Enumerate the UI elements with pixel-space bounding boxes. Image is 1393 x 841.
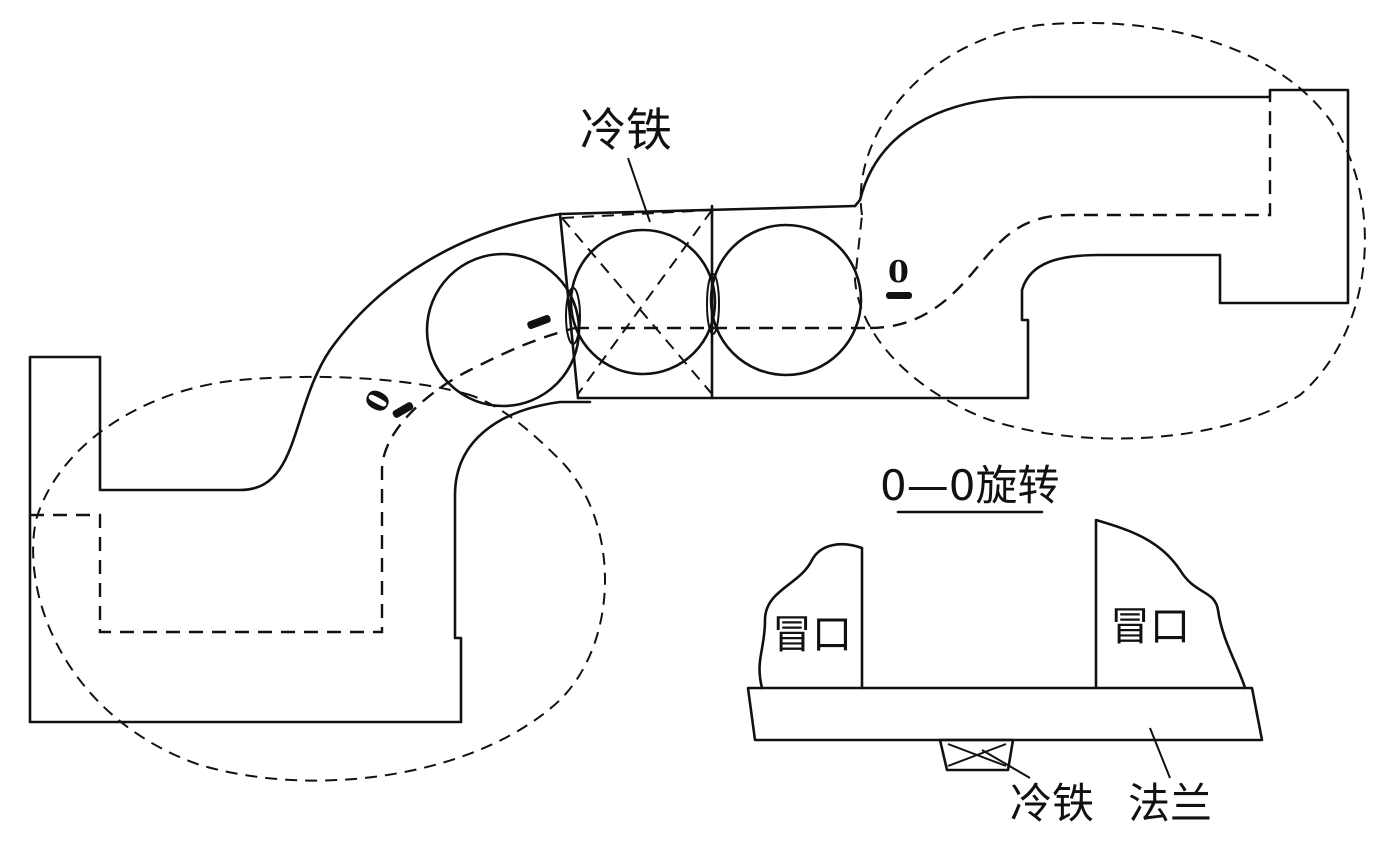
section-title: 0—0旋转 [880,461,1059,510]
section-mark-right: 0 [888,255,909,290]
chill-label-bottom: 冷铁 [1010,779,1094,828]
left-inner-dashed-contour [30,326,576,634]
riser-right-label: 冒口 [1110,604,1190,650]
circle-tangent-lens-1 [565,287,581,345]
inscribed-circle-3 [709,223,863,377]
riser-left-outline [758,543,864,690]
section-mark-left-bar [392,402,414,418]
circle-tangent-lens-2 [706,273,720,335]
section-mark-middle-bar [527,314,551,330]
riser-left-label: 冒口 [772,612,852,658]
left-flange-outline [28,355,592,724]
chill-bottom-leader [981,749,1031,779]
flange-label: 法兰 [1128,779,1212,828]
left-flange-inner-edge [98,212,562,492]
chill-left-edge [558,212,580,400]
chill-top-leader [627,157,651,223]
inscribed-circle-2 [569,228,717,376]
left-chill-zone-contour [32,375,606,782]
section-view: 0—0旋转 冒口 冒口 冷铁 法兰 [746,461,1264,828]
flange-leader [1149,727,1171,779]
right-chill-zone-contour [853,21,1366,440]
riser-right-outline [1094,518,1247,690]
section-mark-right-bar [886,292,912,299]
chill-label-top: 冷铁 [580,103,672,157]
left-bend-outline [28,212,592,724]
middle-bottom-edge [576,88,1350,400]
chill-cross-hatch [561,209,713,395]
flange-plate [746,686,1264,742]
inscribed-circle-1 [425,252,581,408]
chill-block-bottom [938,738,1015,772]
middle-straight-section [558,88,1350,400]
right-inner-dashed-contour [869,97,1272,330]
